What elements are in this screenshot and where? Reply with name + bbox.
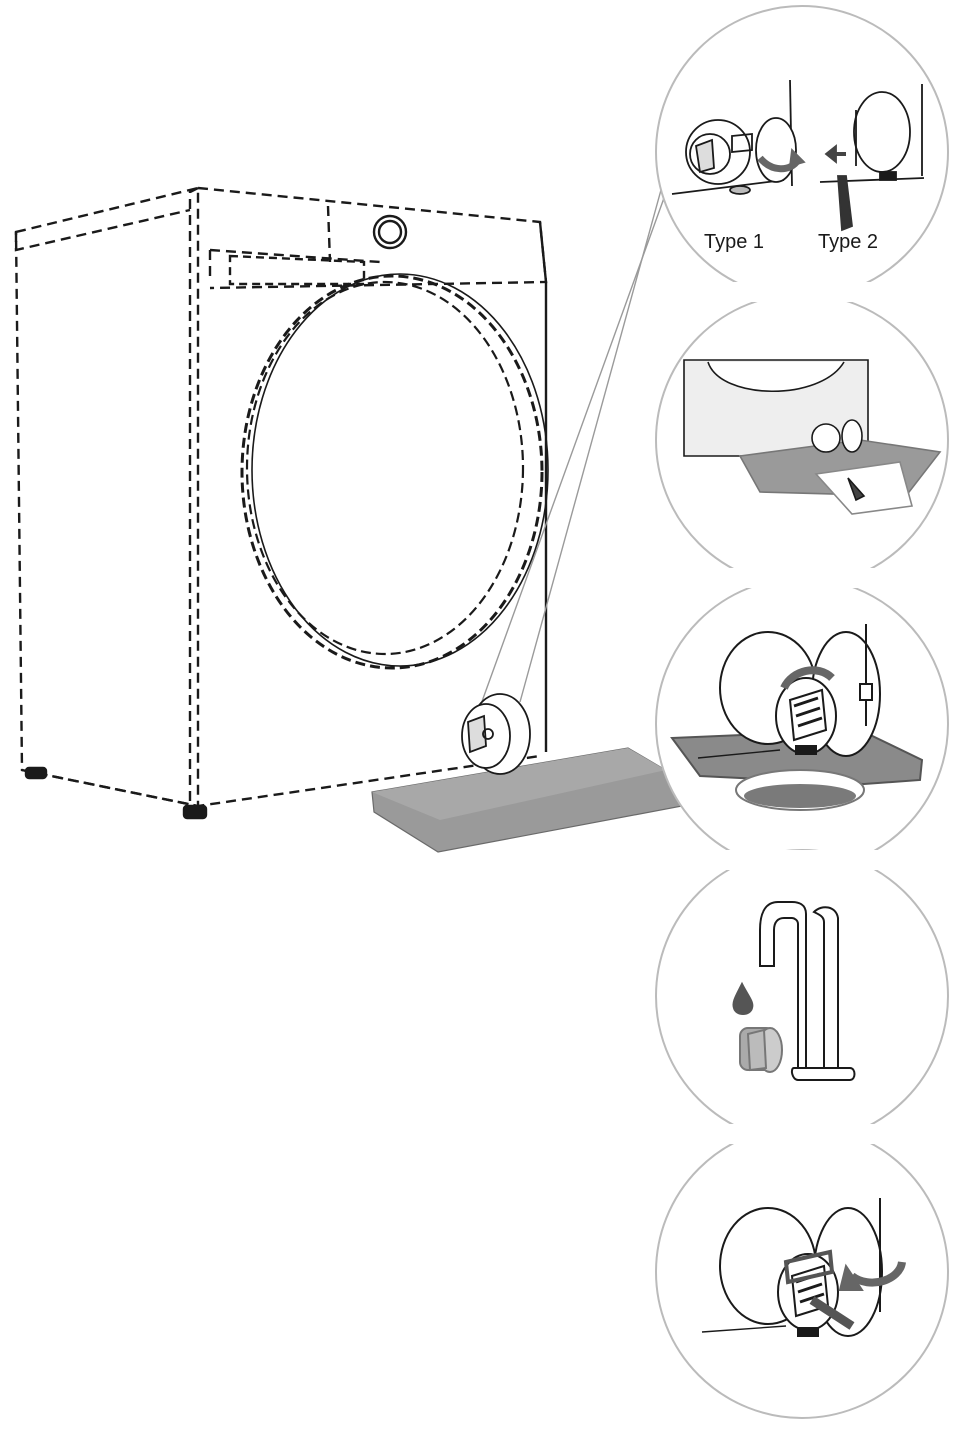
- arrow-rotate-icon: [780, 666, 835, 690]
- type2-label: Type 2: [818, 231, 878, 253]
- type1-label: Type 1: [704, 231, 764, 253]
- floor-mat: [371, 747, 687, 853]
- faucet-icon: [759, 901, 807, 1077]
- leader-lines: [475, 149, 673, 719]
- step-5-content: [701, 1198, 906, 1337]
- program-knob-icon: [372, 214, 408, 250]
- screwdriver-icon: [837, 175, 853, 232]
- step-2-content: [683, 359, 942, 515]
- step-4-content: [732, 901, 856, 1081]
- filter-icon: [775, 677, 837, 755]
- type1-illustration: [671, 79, 806, 195]
- foot-left: [24, 766, 48, 780]
- filter-cover-open: [461, 693, 531, 775]
- step-3-content: [670, 624, 924, 811]
- door: [240, 273, 549, 670]
- washing-machine: [14, 186, 549, 820]
- foot-right: [182, 804, 208, 820]
- towel-icon: [814, 461, 914, 515]
- type2-illustration: [819, 84, 925, 232]
- water-drop-icon: [732, 981, 754, 1015]
- arrow-rotate-icon: [849, 1260, 906, 1287]
- filter-icon: [739, 1027, 783, 1073]
- step-1-content: [671, 79, 925, 232]
